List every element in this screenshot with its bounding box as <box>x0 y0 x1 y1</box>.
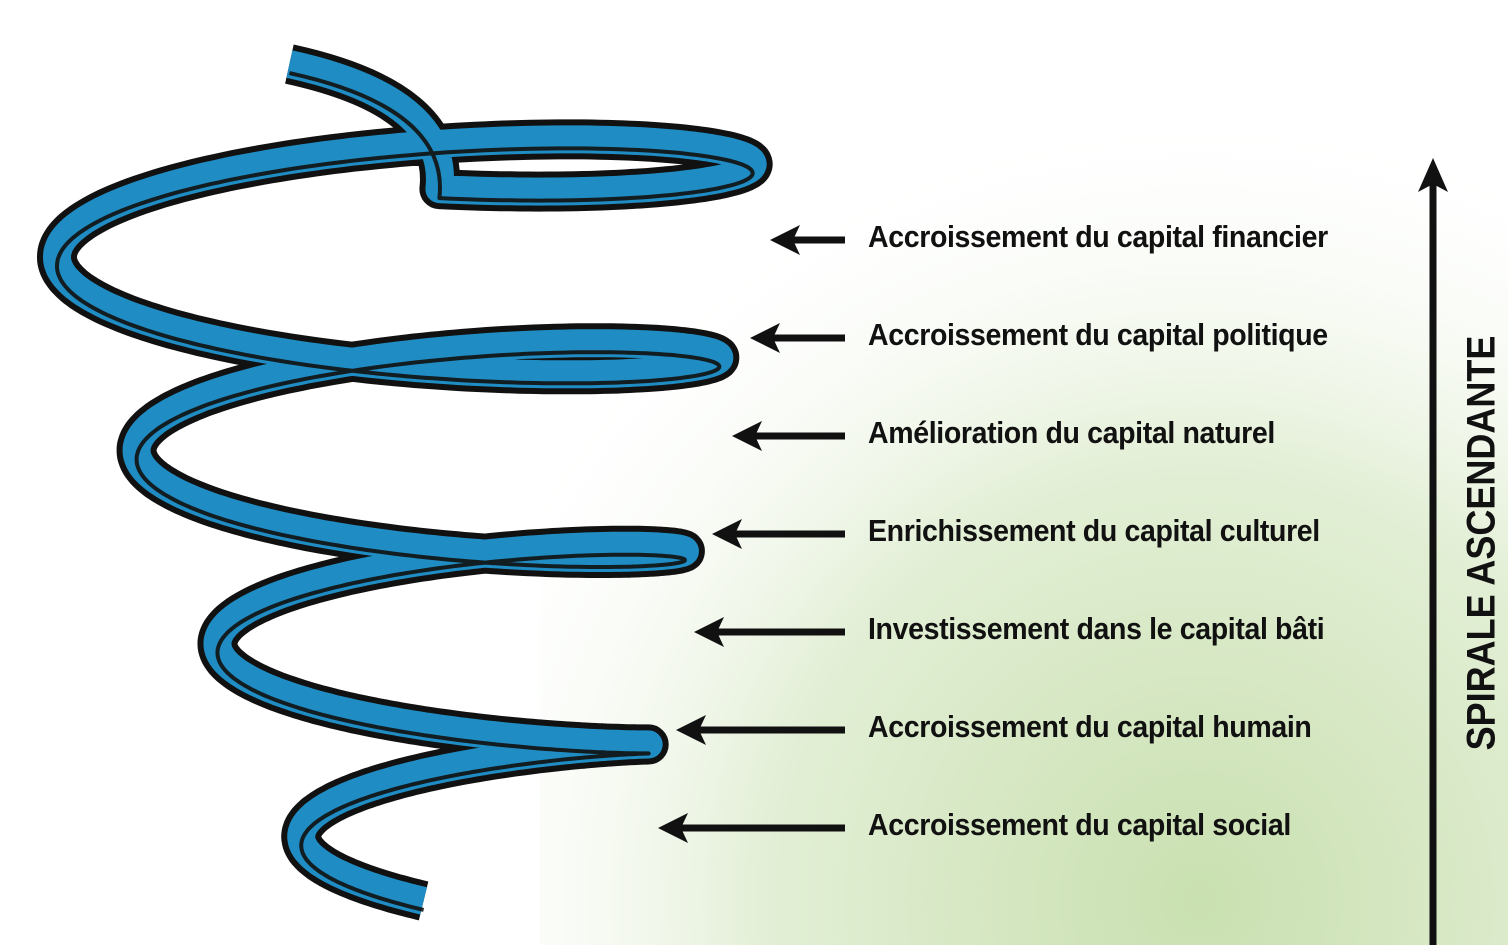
level-social: Accroissement du capital social <box>650 798 1410 858</box>
level-cultural: Enrichissement du capital culturel <box>650 504 1410 564</box>
level-political: Accroissement du capital politique <box>650 308 1410 368</box>
left-arrow-icon <box>712 519 845 549</box>
level-label: Accroissement du capital politique <box>868 317 1328 352</box>
level-built: Investissement dans le capital bâti <box>650 602 1410 662</box>
vertical-title-text: SPIRALE ASCENDANTE <box>1459 335 1504 751</box>
left-arrow-icon <box>770 225 845 255</box>
vertical-title: SPIRALE ASCENDANTE <box>1455 318 1508 768</box>
left-arrow-icon <box>694 617 845 647</box>
left-arrow-icon <box>732 421 845 451</box>
level-natural: Amélioration du capital naturel <box>650 406 1410 466</box>
spiral-edge <box>55 71 755 912</box>
up-arrow-icon <box>1418 158 1448 945</box>
level-label: Accroissement du capital financier <box>868 219 1328 254</box>
spiral-band <box>43 50 767 915</box>
level-label: Accroissement du capital humain <box>868 709 1312 744</box>
level-human: Accroissement du capital humain <box>650 700 1410 760</box>
level-label: Amélioration du capital naturel <box>868 415 1275 450</box>
left-arrow-icon <box>658 813 845 843</box>
left-arrow-icon <box>750 323 845 353</box>
left-arrow-icon <box>676 715 845 745</box>
level-label: Accroissement du capital social <box>868 807 1291 842</box>
level-label: Investissement dans le capital bâti <box>868 611 1325 646</box>
level-financial: Accroissement du capital financier <box>650 210 1410 270</box>
level-label: Enrichissement du capital culturel <box>868 513 1320 548</box>
